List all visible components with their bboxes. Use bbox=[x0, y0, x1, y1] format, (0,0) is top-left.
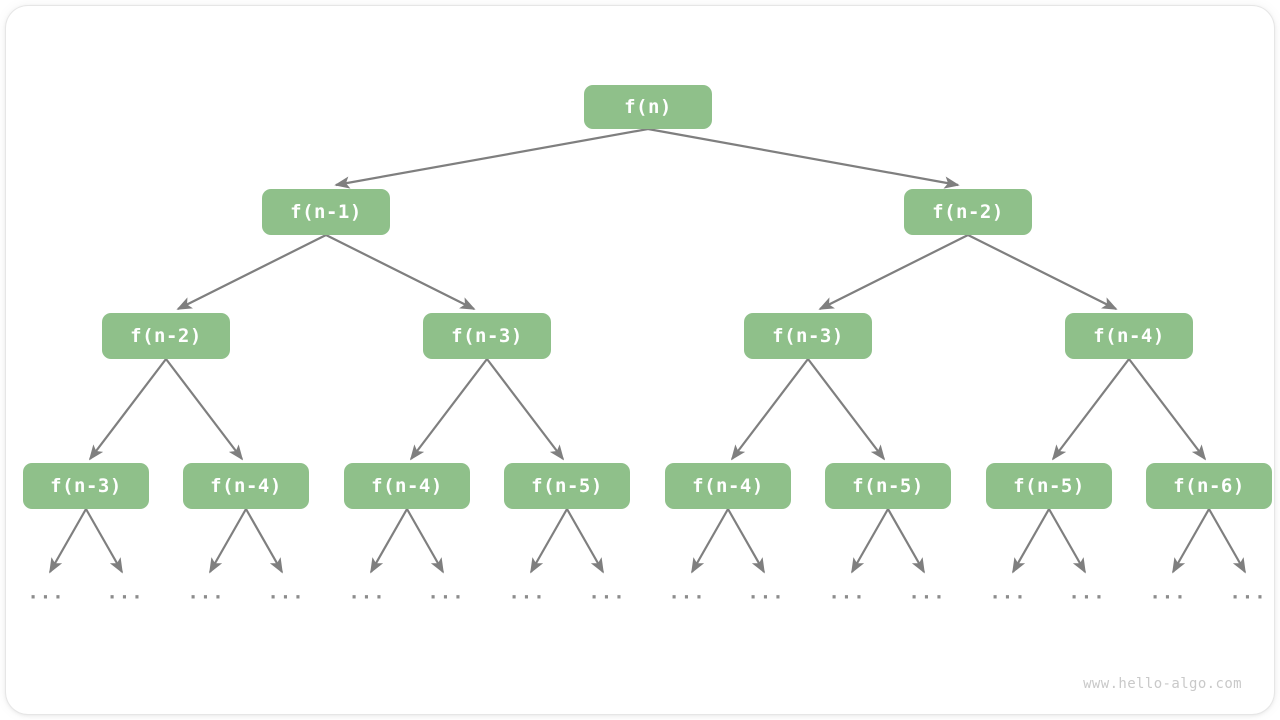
ellipsis-marker: ... bbox=[348, 581, 386, 604]
tree-node-l3n2[interactable]: f(n-4) bbox=[344, 463, 470, 509]
tree-edge bbox=[325, 234, 476, 310]
tree-node-l3n3[interactable]: f(n-5) bbox=[504, 463, 630, 509]
tree-edge bbox=[967, 234, 1118, 310]
tree-node-l1n0[interactable]: f(n-1) bbox=[262, 189, 390, 235]
tree-edge bbox=[209, 508, 247, 574]
ellipsis-marker: ... bbox=[828, 581, 866, 604]
tree-edge bbox=[887, 508, 925, 574]
tree-node-l2n0[interactable]: f(n-2) bbox=[102, 313, 230, 359]
ellipsis-marker: ... bbox=[187, 581, 225, 604]
ellipsis-marker: ... bbox=[1149, 581, 1187, 604]
ellipsis-marker: ... bbox=[427, 581, 465, 604]
tree-edge bbox=[334, 127, 649, 189]
ellipsis-marker: ... bbox=[1229, 581, 1267, 604]
tree-edge bbox=[730, 358, 809, 461]
tree-edge bbox=[1172, 508, 1210, 574]
tree-edge bbox=[1051, 358, 1130, 461]
tree-edge bbox=[530, 508, 568, 574]
tree-edge bbox=[409, 358, 488, 461]
tree-edge bbox=[486, 358, 565, 461]
tree-node-l0n0[interactable]: f(n) bbox=[584, 85, 712, 129]
tree-edge bbox=[1208, 508, 1246, 574]
tree-edge bbox=[647, 127, 960, 189]
tree-edge bbox=[176, 234, 327, 310]
tree-edge bbox=[165, 358, 244, 461]
tree-node-l2n1[interactable]: f(n-3) bbox=[423, 313, 551, 359]
tree-edge bbox=[851, 508, 889, 574]
ellipsis-marker: ... bbox=[267, 581, 305, 604]
ellipsis-marker: ... bbox=[908, 581, 946, 604]
tree-edge bbox=[1012, 508, 1050, 574]
tree-edge bbox=[49, 508, 87, 574]
tree-node-l3n7[interactable]: f(n-6) bbox=[1146, 463, 1272, 509]
tree-node-l3n5[interactable]: f(n-5) bbox=[825, 463, 951, 509]
tree-edge bbox=[1048, 508, 1086, 574]
ellipsis-marker: ... bbox=[27, 581, 65, 604]
tree-node-l3n6[interactable]: f(n-5) bbox=[986, 463, 1112, 509]
ellipsis-marker: ... bbox=[747, 581, 785, 604]
tree-node-l1n1[interactable]: f(n-2) bbox=[904, 189, 1032, 235]
ellipsis-marker: ... bbox=[588, 581, 626, 604]
diagram-card: f(n) f(n-1) f(n-2) f(n-2) f(n-3) f(n-3) f(n-4)… bbox=[6, 6, 1274, 714]
watermark: www.hello-algo.com bbox=[1083, 676, 1242, 692]
ellipsis-marker: ... bbox=[508, 581, 546, 604]
tree-edge bbox=[1128, 358, 1207, 461]
tree-node-l3n1[interactable]: f(n-4) bbox=[183, 463, 309, 509]
ellipsis-marker: ... bbox=[668, 581, 706, 604]
tree-edge bbox=[727, 508, 765, 574]
tree-edge bbox=[566, 508, 604, 574]
ellipsis-marker: ... bbox=[989, 581, 1027, 604]
tree-edge bbox=[691, 508, 729, 574]
tree-node-l3n4[interactable]: f(n-4) bbox=[665, 463, 791, 509]
tree-edge bbox=[807, 358, 886, 461]
ellipsis-marker: ... bbox=[106, 581, 144, 604]
tree-edge bbox=[245, 508, 283, 574]
tree-edge bbox=[88, 358, 167, 461]
tree-edge bbox=[818, 234, 969, 310]
ellipsis-marker: ... bbox=[1068, 581, 1106, 604]
tree-node-l2n2[interactable]: f(n-3) bbox=[744, 313, 872, 359]
tree-edge bbox=[406, 508, 444, 574]
tree-edge bbox=[85, 508, 123, 574]
tree-node-l2n3[interactable]: f(n-4) bbox=[1065, 313, 1193, 359]
tree-node-l3n0[interactable]: f(n-3) bbox=[23, 463, 149, 509]
tree-edge bbox=[370, 508, 408, 574]
